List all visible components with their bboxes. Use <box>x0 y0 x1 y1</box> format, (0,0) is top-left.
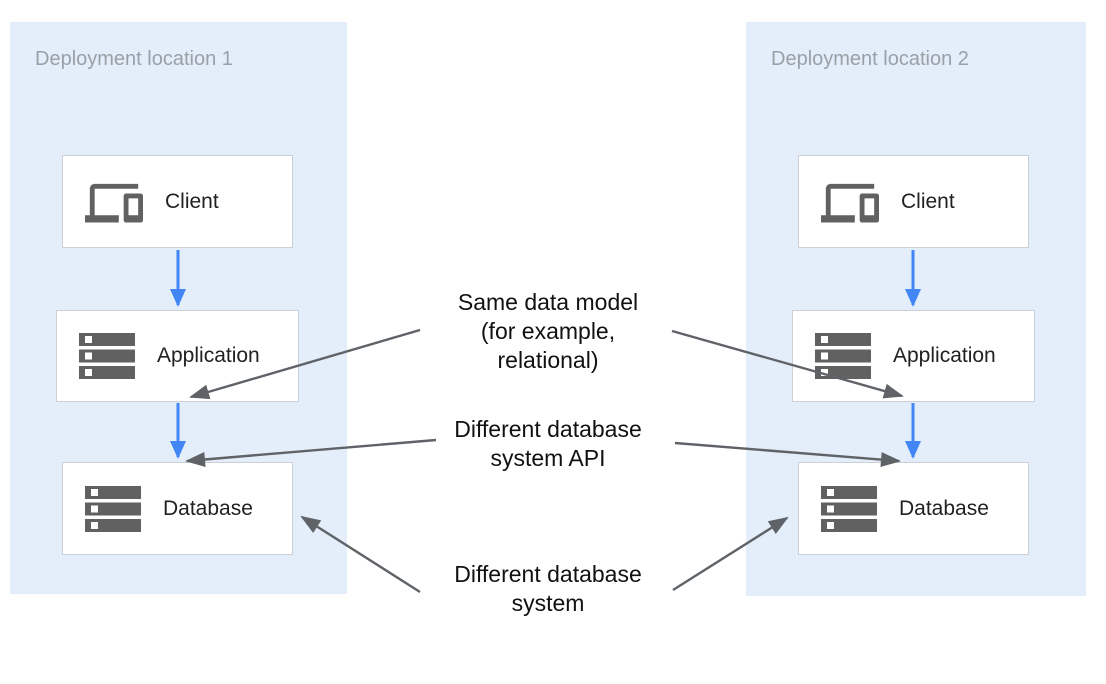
panel-title: Deployment location 1 <box>35 48 233 70</box>
devices-icon <box>821 183 879 223</box>
node-label: Application <box>157 344 260 367</box>
database-node-1: Database <box>62 462 293 555</box>
panel-title: Deployment location 2 <box>771 48 969 70</box>
storage-icon <box>85 485 141 532</box>
storage-icon <box>815 333 871 379</box>
node-label: Database <box>899 496 989 520</box>
node-label: Client <box>901 189 955 213</box>
node-label: Database <box>163 496 253 520</box>
annotation-different-database-system: Different database system <box>454 561 642 616</box>
annotation-different-database-system-api: Different database system API <box>454 416 642 471</box>
node-label: Client <box>165 189 219 213</box>
client-node-1: Client <box>62 155 293 248</box>
node-label: Application <box>893 344 996 367</box>
annotation-same-data-model: Same data model (for example, relational… <box>457 289 639 373</box>
application-node-2: Application <box>792 310 1035 402</box>
application-node-1: Application <box>56 310 299 402</box>
devices-icon <box>85 183 143 223</box>
database-node-2: Database <box>798 462 1029 555</box>
client-node-2: Client <box>798 155 1029 248</box>
storage-icon <box>821 485 877 532</box>
storage-icon <box>79 333 135 379</box>
